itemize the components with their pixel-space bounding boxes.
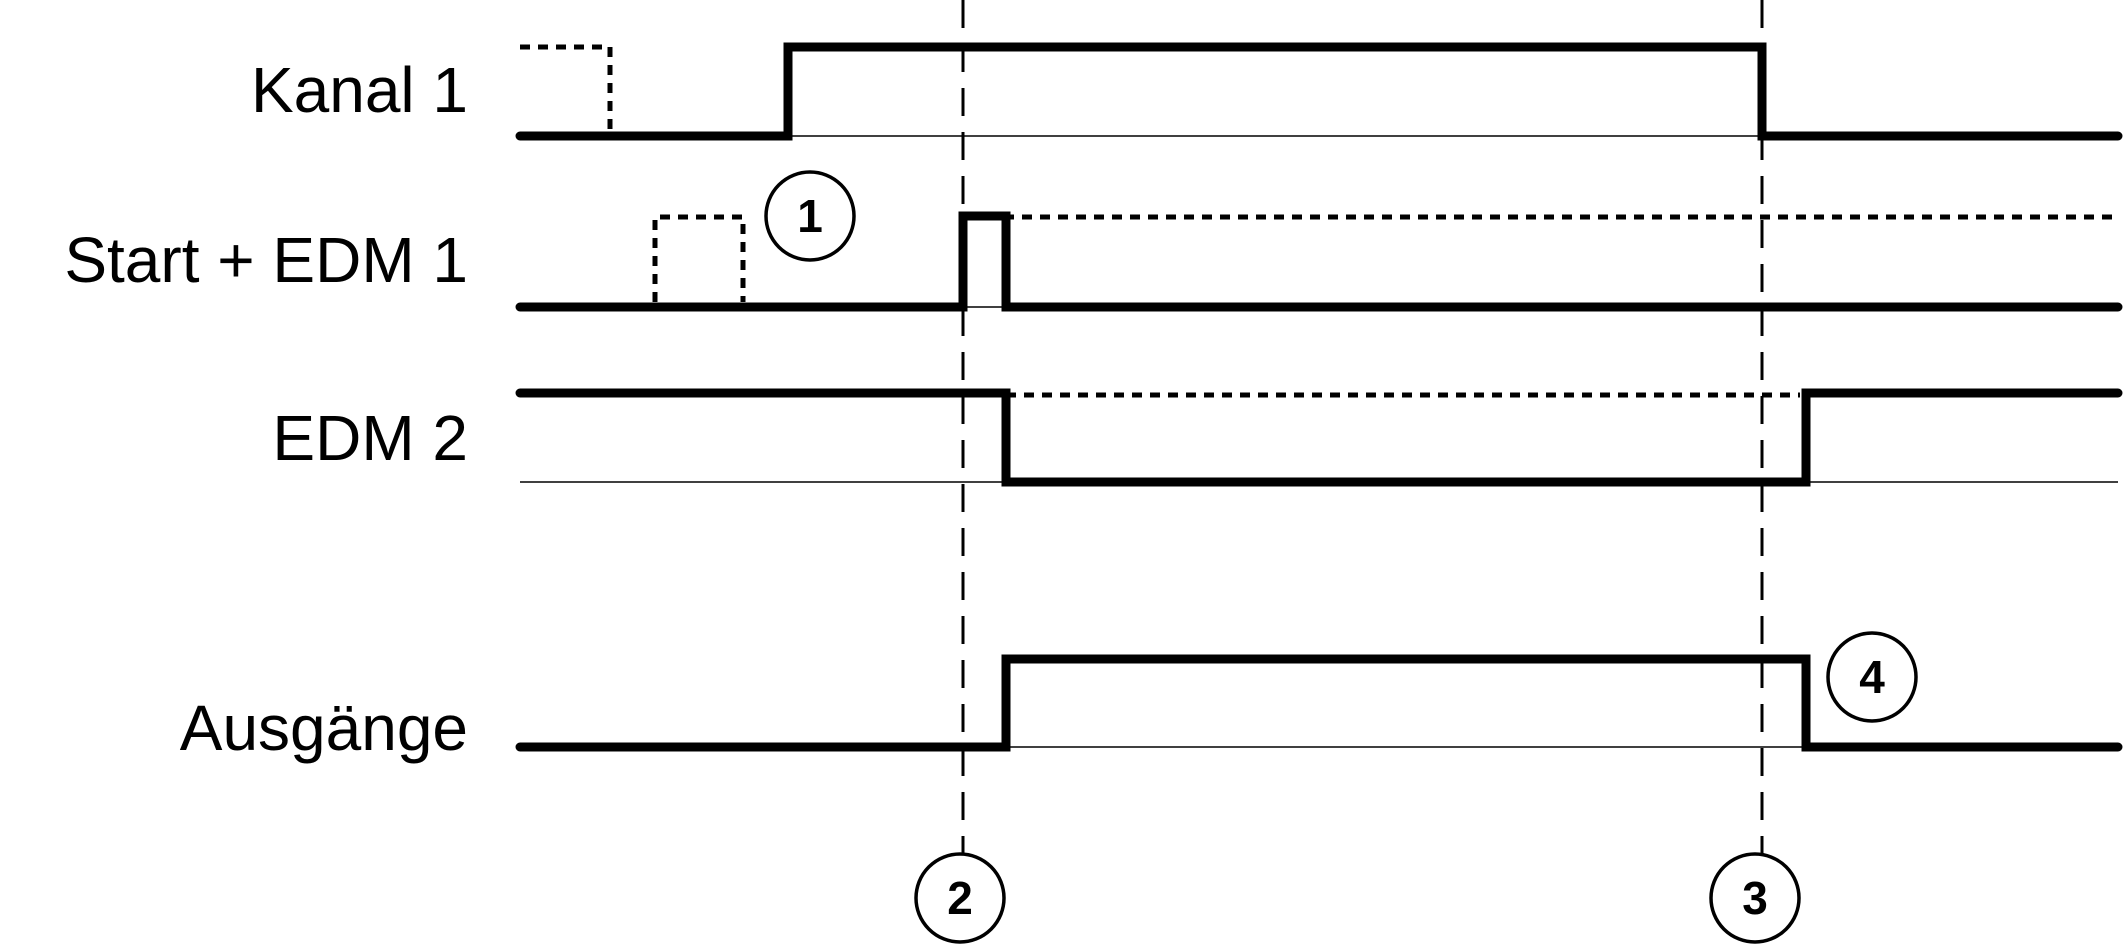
callout-4: 4 <box>1826 631 1918 723</box>
svg-text:3: 3 <box>1742 872 1768 924</box>
callout-2: 2 <box>914 852 1006 944</box>
edm-2-waveform <box>515 388 2123 487</box>
svg-text:4: 4 <box>1859 651 1885 703</box>
label-ausgaenge: Ausgänge <box>180 692 468 764</box>
start-edm-1-waveform <box>515 211 2123 312</box>
label-start-edm-1: Start + EDM 1 <box>64 224 468 296</box>
label-kanal-1: Kanal 1 <box>251 54 468 126</box>
label-edm-2: EDM 2 <box>272 402 468 474</box>
ausgaenge-waveform <box>515 654 2123 752</box>
kanal-1-waveform <box>515 42 2123 141</box>
svg-text:2: 2 <box>947 872 973 924</box>
callout-1: 1 <box>764 170 856 262</box>
callout-3: 3 <box>1709 852 1801 944</box>
start-edm-1-dotted-pulse <box>652 214 746 302</box>
svg-text:1: 1 <box>797 190 823 242</box>
kanal-1-dotted-pulse <box>520 44 613 130</box>
